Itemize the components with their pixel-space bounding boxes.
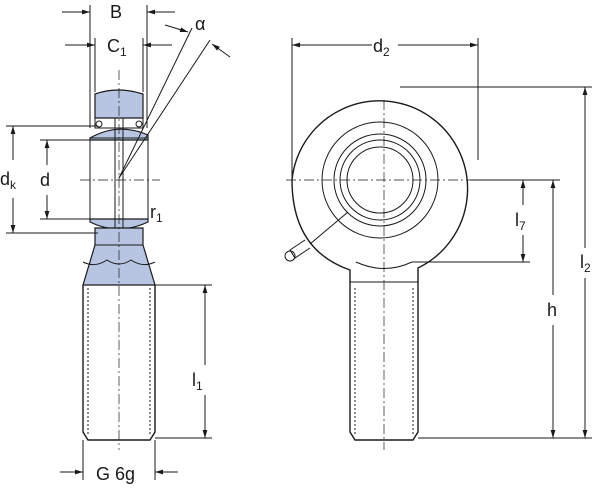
label-alpha: α	[195, 14, 205, 34]
grease-nipple	[284, 239, 311, 262]
housing-top	[94, 89, 144, 119]
label-l1: l1	[192, 370, 203, 393]
label-h: h	[547, 300, 557, 320]
front-threaded-shank	[349, 282, 419, 441]
label-thread: G 6g	[96, 464, 135, 484]
rod-end-head	[291, 100, 469, 282]
side-view	[6, 5, 231, 480]
label-r1: r1	[150, 202, 163, 225]
label-d2: d2	[373, 36, 390, 59]
label-B: B	[110, 2, 122, 22]
label-l2: l2	[580, 252, 591, 275]
front-view	[284, 38, 592, 450]
label-l7: l7	[515, 210, 526, 233]
label-dk: dk	[0, 169, 17, 192]
label-d: d	[40, 170, 50, 190]
label-C1: C1	[107, 36, 127, 59]
